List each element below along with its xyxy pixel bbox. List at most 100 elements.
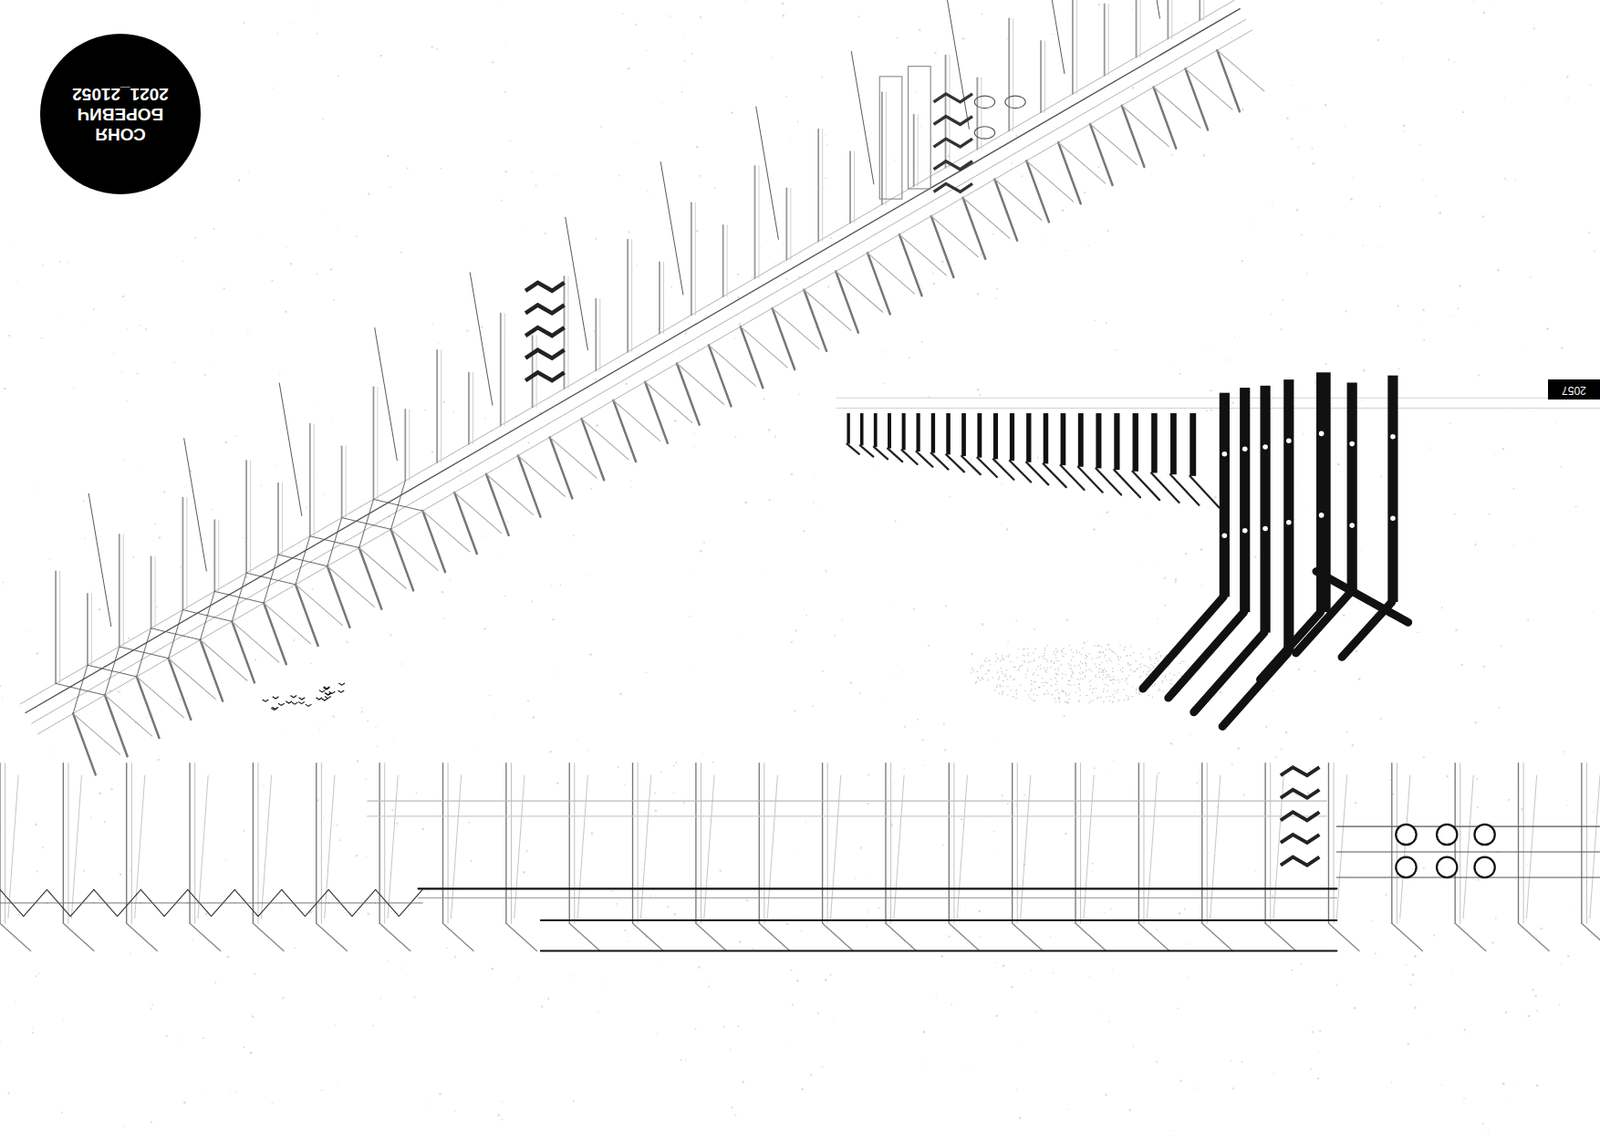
truss-line [136,628,152,677]
texture-dot [366,719,369,722]
texture-dot [449,579,451,581]
texture-dot [1034,687,1036,689]
texture-dot [1083,191,1086,194]
texture-dot [1036,1011,1038,1013]
texture-dot [367,192,370,195]
texture-dot [1070,675,1072,676]
post [917,114,919,187]
texture-dot [1464,1028,1466,1031]
texture-dot [645,672,648,675]
texture-dot [1163,604,1166,607]
texture-dot [1005,673,1007,675]
texture-dot [1009,675,1011,676]
post [1071,0,1074,94]
texture-dot [1041,677,1043,679]
texture-dot [1111,968,1113,970]
texture-dot [1207,349,1209,351]
texture-dot [893,159,895,161]
texture-dot [127,637,131,641]
texture-dot [877,466,880,468]
texture-dot [1067,20,1069,21]
texture-dot [820,76,823,79]
elevation-post [1142,763,1144,925]
texture-dot [1173,675,1175,676]
texture-dot [1273,1071,1275,1073]
texture-dot [995,653,997,655]
texture-dot [1520,808,1523,811]
texture-dot [1234,335,1236,337]
texture-dot [1050,660,1052,662]
texture-dot [979,935,982,938]
elevation-post [700,763,702,925]
texture-dot [859,692,862,695]
texture-dot [980,664,982,666]
texture-dot [1018,669,1019,671]
texture-dot [1061,208,1065,212]
texture-dot [1179,1080,1182,1082]
texture-dot [854,878,856,880]
texture-dot [1402,57,1403,59]
bird [329,691,336,694]
texture-dot [1186,976,1189,979]
texture-dot [617,766,620,769]
texture-dot [1000,667,1002,669]
texture-dot [1533,27,1536,30]
texture-dot [661,103,663,104]
texture-dot [1271,201,1273,203]
elevation-spike [1083,775,1094,919]
texture-dot [585,574,587,576]
texture-dot [490,967,494,971]
texture-dot [1516,1079,1519,1081]
texture-dot [1101,678,1103,680]
texture-dot [1533,410,1535,412]
texture-dot [680,91,683,94]
post [277,483,280,555]
texture-dot [1111,650,1112,652]
texture-dot [696,230,698,233]
texture-dot [1099,651,1101,653]
texture-dot [868,911,871,914]
texture-dot [1509,1096,1512,1099]
texture-dot [323,494,325,496]
texture-dot [797,120,800,123]
texture-dot [1057,667,1059,669]
spike [184,438,208,572]
texture-dot [1162,680,1164,682]
texture-dot [441,591,444,593]
texture-dot [1033,628,1036,631]
spike [279,383,302,516]
texture-dot [1016,1089,1019,1091]
texture-dot [1396,305,1399,308]
texture-dot [1045,238,1047,240]
perspective-bar [1009,413,1015,461]
elevation-post [1517,763,1519,925]
texture-dot [1043,693,1045,695]
texture-dot [1120,656,1122,658]
texture-dot [1512,544,1514,546]
texture-dot [1105,696,1107,697]
texture-dot [1371,919,1372,921]
texture-dot [316,405,319,407]
texture-dot [1566,804,1568,806]
texture-dot [1043,654,1045,656]
texture-dot [1089,653,1091,655]
texture-dot [1041,655,1043,657]
texture-dot [1456,307,1459,310]
elevation-post [632,763,634,925]
texture-dot [1131,696,1133,697]
texture-dot [61,1111,63,1114]
texture-dot [1028,661,1029,663]
post [440,350,442,463]
texture-dot [14,1001,16,1003]
texture-dot [281,907,283,909]
texture-dot [443,401,446,404]
elevation-leg [62,923,94,951]
column-leg [1194,633,1265,713]
texture-dot [768,255,771,258]
elevation-deck [540,919,1338,922]
texture-dot [1018,648,1019,650]
texture-dot [1132,789,1134,791]
